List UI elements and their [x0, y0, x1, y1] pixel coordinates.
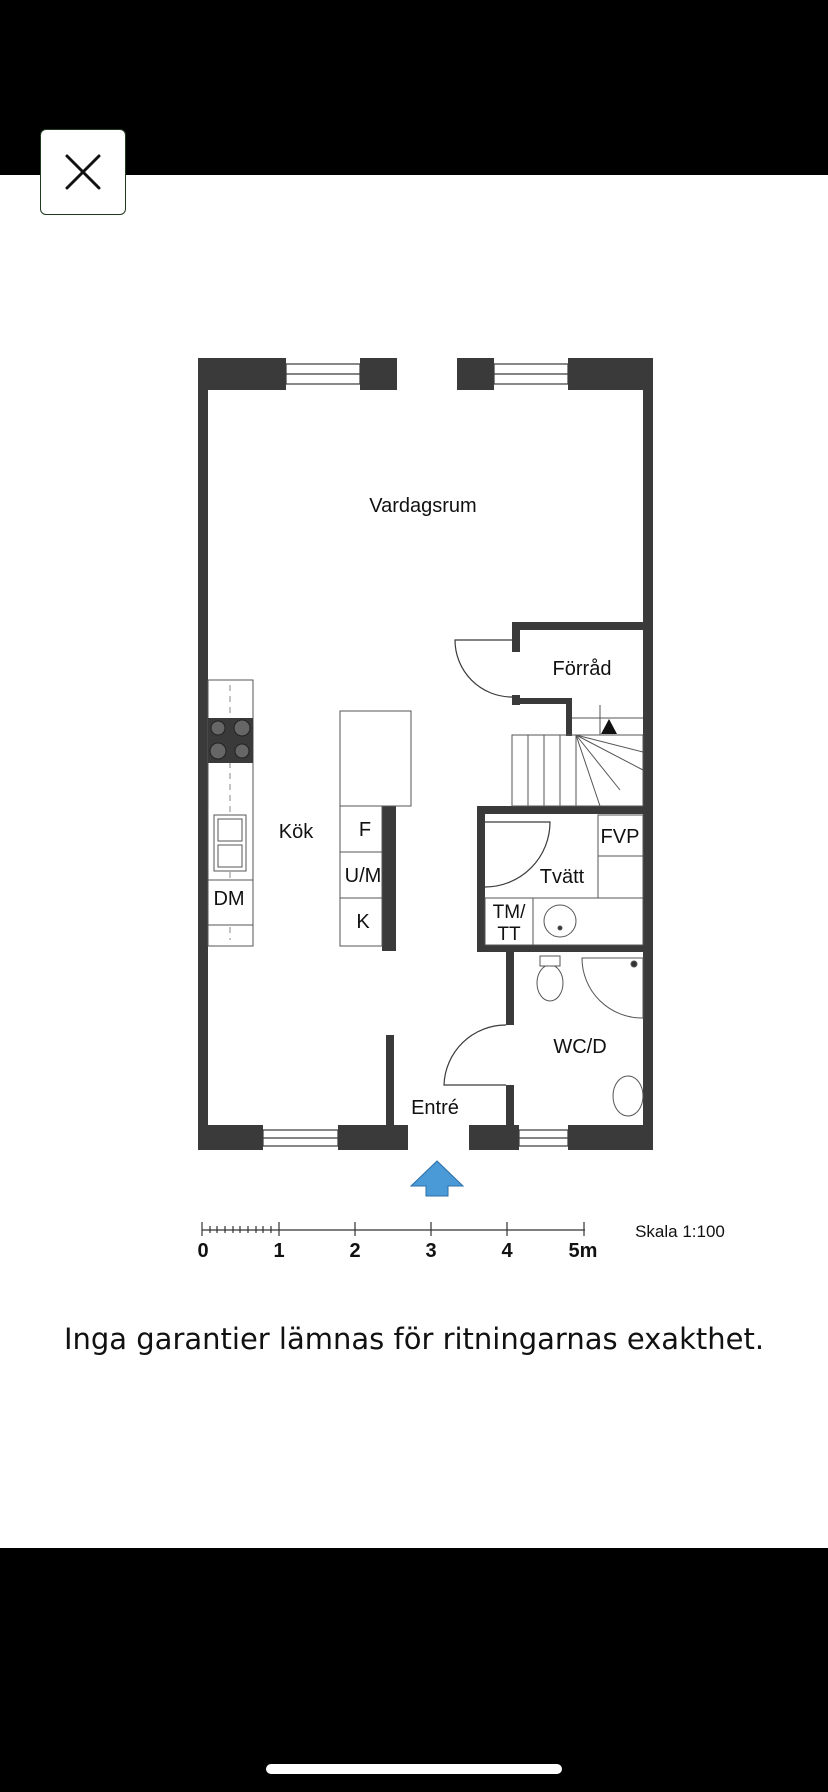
- laundry-fixtures: [484, 814, 644, 946]
- close-icon: [65, 154, 101, 190]
- scale-tick-4: 4: [501, 1240, 513, 1262]
- kitchen-island: [339, 710, 412, 947]
- scale-ticks: 0 1 2 3 4 5m: [197, 1240, 597, 1262]
- floor-plan-image[interactable]: Vardagsrum Förråd Kök Tvätt FVP TM/ TT W…: [0, 330, 828, 1270]
- scale-tick-3: 3: [425, 1240, 436, 1262]
- staircase: [511, 705, 644, 807]
- entry-arrow-icon: [409, 1160, 465, 1197]
- room-label-kok: Kök: [279, 821, 314, 843]
- kitchen-counter: [207, 679, 254, 947]
- appliance-label-k: K: [356, 911, 370, 933]
- bottom-letterbox: [0, 1548, 828, 1792]
- room-label-tt: TT: [497, 924, 521, 945]
- room-label-tvatt: Tvätt: [540, 866, 585, 888]
- room-label-tm: TM/: [493, 902, 526, 923]
- outer-walls: [198, 358, 653, 1150]
- windows: [262, 363, 569, 1147]
- scale-tick-1: 1: [273, 1240, 284, 1262]
- top-letterbox: [0, 0, 828, 175]
- close-button[interactable]: [40, 129, 126, 215]
- appliance-label-f: F: [359, 819, 371, 841]
- scale-bar: [201, 1222, 585, 1236]
- doors: [443, 639, 551, 1086]
- room-label-vardagsrum: Vardagsrum: [369, 495, 476, 517]
- interior-walls: [382, 622, 643, 1128]
- scale-tick-2: 2: [349, 1240, 360, 1262]
- scale-label: Skala 1:100: [635, 1222, 725, 1241]
- room-label-forrad: Förråd: [553, 658, 612, 680]
- scale-tick-5: 5m: [569, 1240, 598, 1262]
- room-label-fvp: FVP: [601, 826, 640, 848]
- bathroom-fixtures: [536, 955, 644, 1117]
- appliance-label-dm: DM: [213, 888, 244, 910]
- room-label-entre: Entré: [411, 1097, 459, 1119]
- room-label-wcd: WC/D: [553, 1036, 606, 1058]
- appliance-label-um: U/M: [345, 865, 382, 887]
- disclaimer-text: Inga garantier lämnas för ritningarnas e…: [63, 1322, 765, 1356]
- floor-plan-drawing: Vardagsrum Förråd Kök Tvätt FVP TM/ TT W…: [197, 358, 725, 1262]
- scale-tick-0: 0: [197, 1240, 208, 1262]
- home-indicator[interactable]: [266, 1764, 562, 1774]
